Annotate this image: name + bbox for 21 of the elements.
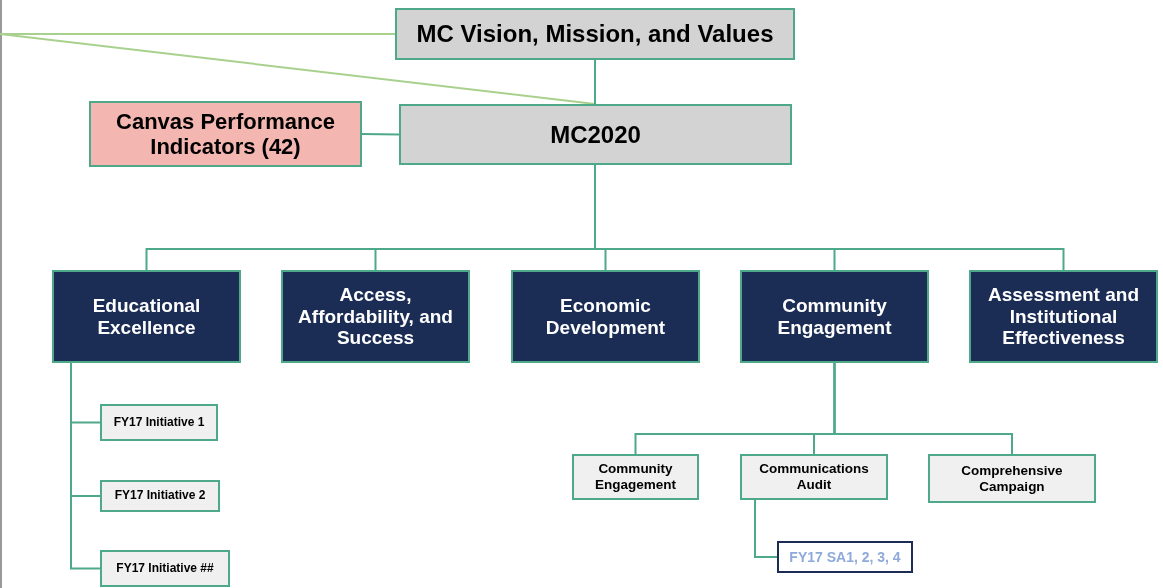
initiative-box: Comprehensive Campaign xyxy=(928,454,1096,503)
initiative-box: Communications Audit xyxy=(740,454,888,500)
connector-line xyxy=(70,362,101,570)
indicator-box: Canvas Performance Indicators (42) xyxy=(89,101,362,167)
title-box: MC Vision, Mission, and Values xyxy=(395,8,795,60)
initiative-box: FY17 Initiative ## xyxy=(100,550,230,587)
connector-line xyxy=(754,499,778,558)
action-box: FY17 SA1, 2, 3, 4 xyxy=(777,541,913,573)
goal-box: Access, Affordability, and Success xyxy=(281,270,470,363)
title-box: MC2020 xyxy=(399,104,792,165)
goal-box: Educational Excellence xyxy=(52,270,241,363)
connector-line xyxy=(833,362,1013,455)
connector-line xyxy=(594,59,596,105)
initiative-box: Community Engagement xyxy=(572,454,699,500)
initiative-box: FY17 Initiative 1 xyxy=(100,404,218,441)
initiative-box: FY17 Initiative 2 xyxy=(100,480,220,512)
goal-box: Economic Development xyxy=(511,270,700,363)
connector-line xyxy=(361,133,400,136)
goal-box: Community Engagement xyxy=(740,270,929,363)
connector-line xyxy=(0,33,596,105)
goal-box: Assessment and Institutional Effectiveness xyxy=(969,270,1158,363)
